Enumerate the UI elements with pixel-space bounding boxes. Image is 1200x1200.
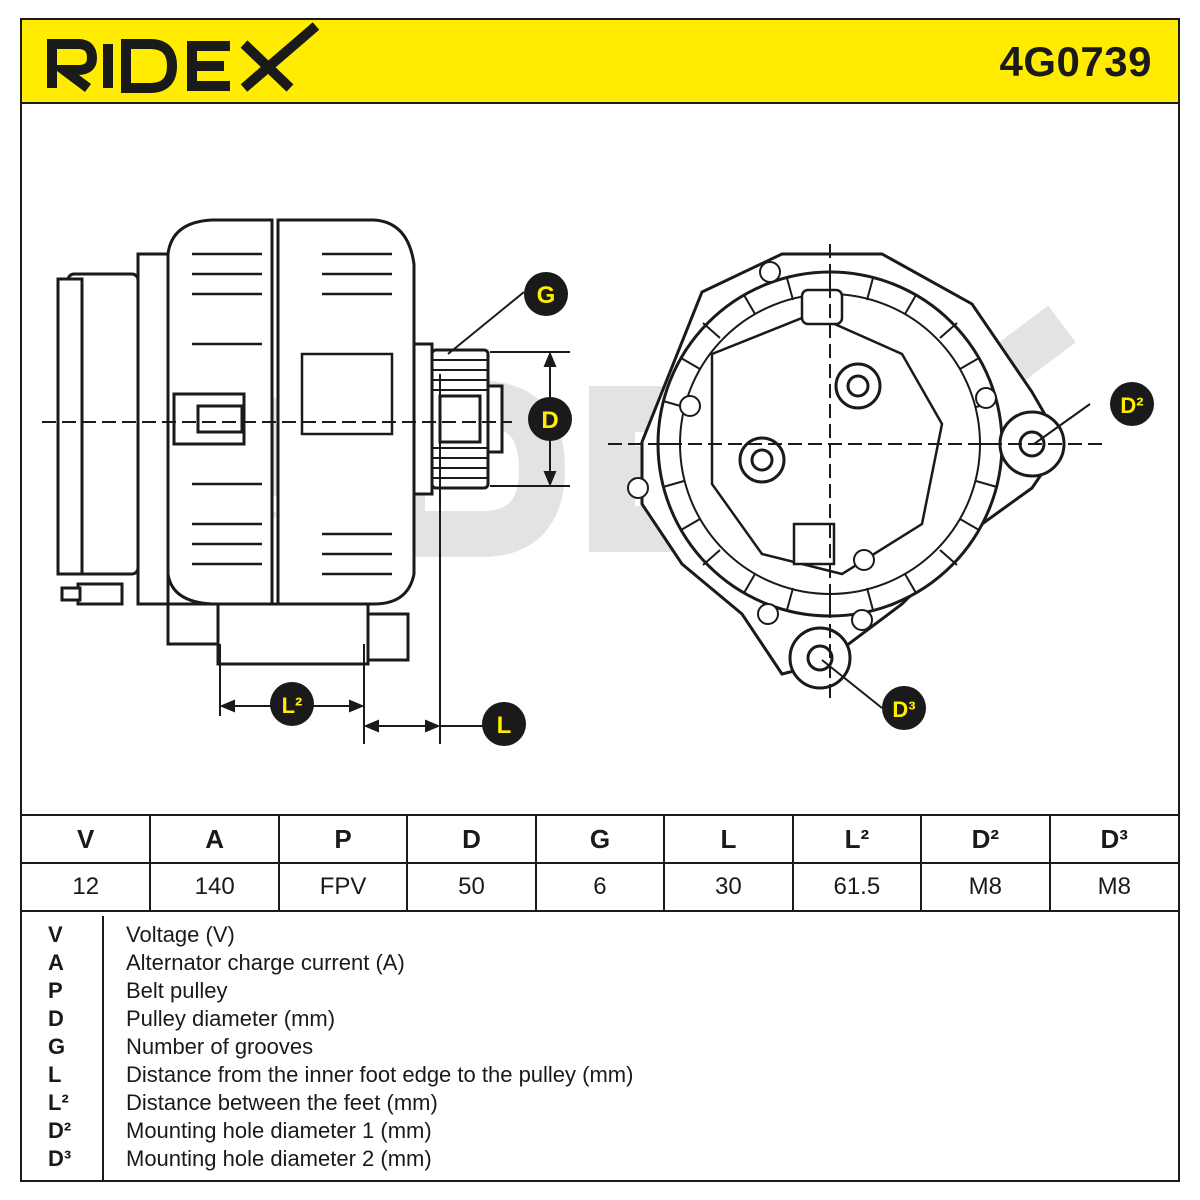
legend-item: L² Distance between the feet (mm) — [22, 1090, 1178, 1118]
legend-key: A — [48, 950, 64, 975]
spec-header-cell: V — [22, 814, 152, 864]
callout-l2: L² — [270, 682, 314, 726]
legend: V Voltage (V) A Alternator charge curren… — [22, 916, 1178, 1182]
svg-text:G: G — [537, 282, 556, 309]
legend-key: L — [48, 1062, 62, 1087]
legend-item: D² Mounting hole diameter 1 (mm) — [22, 1118, 1178, 1146]
callout-g: G — [524, 272, 568, 316]
spec-value-cell: 140 — [149, 862, 280, 912]
legend-description: Distance from the inner foot edge to the… — [126, 1062, 634, 1087]
legend-description: Mounting hole diameter 2 (mm) — [126, 1146, 432, 1171]
callout-d3: D³ — [882, 686, 926, 730]
legend-divider — [102, 916, 104, 1182]
header-bar: 4G0739 — [22, 20, 1178, 104]
legend-key: V — [48, 922, 63, 947]
front-view-centre-lines — [608, 244, 1102, 709]
legend-key: L² — [48, 1090, 69, 1115]
datasheet-frame: 4G0739 — [20, 18, 1180, 1182]
legend-item: P Belt pulley — [22, 978, 1178, 1006]
spec-value-cell: 50 — [406, 862, 537, 912]
legend-description: Distance between the feet (mm) — [126, 1090, 438, 1115]
spec-value-cell: FPV — [277, 862, 409, 912]
callout-d: D — [528, 397, 572, 441]
svg-text:D²: D² — [1120, 393, 1143, 418]
svg-text:D: D — [541, 407, 558, 434]
legend-item: G Number of grooves — [22, 1034, 1178, 1062]
legend-key: D² — [48, 1118, 72, 1143]
legend-description: Alternator charge current (A) — [126, 950, 405, 975]
spec-header-cell: D³ — [1048, 814, 1178, 864]
svg-text:D³: D³ — [892, 697, 915, 722]
legend-key: D³ — [48, 1146, 72, 1171]
spec-header-cell: D — [406, 814, 537, 864]
legend-description: Mounting hole diameter 1 (mm) — [126, 1118, 432, 1143]
spec-table: V A P D G L L² D² D³ 12 140 FPV 50 6 30 … — [22, 814, 1178, 912]
spec-value-row: 12 140 FPV 50 6 30 61.5 M8 M8 — [22, 862, 1178, 912]
spec-value-cell: M8 — [1048, 862, 1178, 912]
legend-key: D — [48, 1006, 64, 1031]
legend-key: G — [48, 1034, 66, 1059]
svg-text:L²: L² — [282, 693, 303, 718]
spec-header-cell: L² — [791, 814, 923, 864]
alternator-side-view — [56, 218, 504, 666]
legend-item: D³ Mounting hole diameter 2 (mm) — [22, 1146, 1178, 1174]
legend-item: V Voltage (V) — [22, 922, 1178, 950]
ridex-logo — [47, 22, 320, 93]
spec-value-cell: 61.5 — [791, 862, 923, 912]
spec-header-row: V A P D G L L² D² D³ — [22, 814, 1178, 864]
spec-value-cell: 30 — [663, 862, 794, 912]
legend-description: Number of grooves — [126, 1034, 314, 1059]
spec-header-cell: A — [149, 814, 280, 864]
legend-description: Belt pulley — [126, 978, 228, 1003]
spec-header-cell: D² — [920, 814, 1051, 864]
alternator-front-view — [627, 252, 1066, 690]
legend-key: P — [48, 978, 63, 1003]
side-view-dimension-lines — [42, 291, 570, 744]
spec-header-cell: P — [277, 814, 409, 864]
alternator-technical-drawing: G D L² L D² D³ — [42, 218, 1154, 746]
legend-item: A Alternator charge current (A) — [22, 950, 1178, 978]
legend-item: L Distance from the inner foot edge to t… — [22, 1062, 1178, 1090]
callout-l: L — [482, 702, 526, 746]
spec-header-cell: G — [534, 814, 666, 864]
spec-value-cell: M8 — [920, 862, 1051, 912]
callout-d2: D² — [1110, 382, 1154, 426]
belt-pulley — [430, 348, 504, 490]
svg-text:L: L — [497, 712, 512, 739]
legend-description: Voltage (V) — [126, 922, 235, 947]
part-number: 4G0739 — [999, 38, 1152, 85]
spec-value-cell: 6 — [534, 862, 666, 912]
spec-header-cell: L — [663, 814, 794, 864]
legend-description: Pulley diameter (mm) — [126, 1006, 336, 1031]
legend-item: D Pulley diameter (mm) — [22, 1006, 1178, 1034]
spec-value-cell: 12 — [22, 862, 152, 912]
